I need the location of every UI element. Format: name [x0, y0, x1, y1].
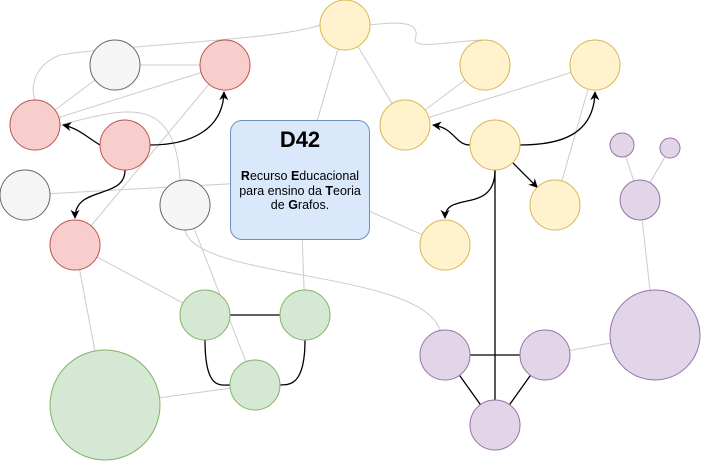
node-gray-g1[interactable]: [89, 39, 141, 91]
edge-gr1-gr3: [204, 339, 231, 386]
edge-r4-r1: [149, 91, 229, 146]
node-purple-p7[interactable]: [619, 179, 661, 221]
edge-gr2-gr3: [279, 339, 306, 386]
node-yellow-y5[interactable]: [469, 119, 521, 171]
node-purple-p2[interactable]: [519, 329, 571, 381]
node-gray-g2[interactable]: [0, 169, 51, 221]
card-initial: E: [290, 169, 300, 183]
edge-y5-y3: [519, 91, 600, 146]
card-text-run: rafos.: [297, 198, 330, 212]
node-gray-g3[interactable]: [159, 179, 211, 231]
edge-gr4-gr3: [159, 387, 231, 399]
edge-y3-y7: [561, 88, 589, 182]
edge-p1-p3: [458, 374, 482, 406]
card-text-run: ecurso: [249, 169, 291, 183]
card-text-run: para ensino da: [239, 183, 326, 198]
edge-r4-r2: [62, 122, 101, 146]
node-yellow-y7[interactable]: [529, 179, 581, 231]
edge-y1-y4: [357, 46, 393, 104]
edge-y5-y4: [432, 121, 471, 146]
edge-y5-y6: [440, 169, 496, 219]
edge-y5-y7: [512, 162, 538, 188]
edge-p4-p2: [569, 342, 611, 351]
card-text-run: ducacional: [299, 169, 360, 183]
edge-r3-gr4: [79, 269, 96, 351]
node-red-r1[interactable]: [199, 39, 251, 91]
card-description-line: Recurso Educacional: [235, 169, 365, 184]
node-red-r3[interactable]: [49, 219, 101, 271]
card-text-run: eoria: [333, 183, 361, 198]
node-green-gr3[interactable]: [229, 359, 281, 411]
node-yellow-y1[interactable]: [319, 0, 371, 51]
node-green-gr2[interactable]: [279, 289, 331, 341]
edge-r2-r1: [58, 72, 202, 118]
edge-p7-p6: [649, 156, 666, 183]
edge-p7-p5: [625, 156, 635, 182]
node-purple-p3[interactable]: [469, 399, 521, 451]
node-red-r2[interactable]: [9, 99, 61, 151]
node-purple-p1[interactable]: [419, 329, 471, 381]
edge-r1-r3: [90, 83, 210, 227]
node-yellow-y2[interactable]: [459, 39, 511, 91]
edge-g3-p1: [184, 229, 441, 331]
edge-r3-gr1: [96, 256, 184, 304]
card-text-run: de: [270, 198, 289, 212]
node-purple-p5[interactable]: [609, 132, 635, 158]
edge-y1-r2: [32, 24, 321, 101]
node-red-r4[interactable]: [99, 119, 151, 171]
card-initial: T: [325, 183, 334, 198]
edge-y2-y4: [424, 79, 466, 111]
card-description-line: para ensino da Teoria: [235, 184, 365, 199]
node-green-gr4[interactable]: [49, 349, 161, 461]
node-purple-p4[interactable]: [609, 289, 701, 381]
edge-y3-y4: [428, 72, 572, 118]
node-purple-p6[interactable]: [659, 137, 681, 159]
card-initial: G: [288, 198, 298, 212]
edge-y1-y2: [369, 22, 486, 45]
card-initial: R: [240, 169, 250, 183]
edge-p4-p7: [641, 219, 651, 291]
edge-r4-r3: [70, 169, 126, 219]
node-yellow-y4[interactable]: [379, 99, 431, 151]
card-title: D42: [279, 127, 321, 152]
edge-r2-g3: [59, 111, 181, 181]
node-yellow-y6[interactable]: [419, 219, 471, 271]
node-yellow-y3[interactable]: [569, 39, 621, 91]
card-description-line: de Grafos.: [235, 198, 365, 213]
edge-p2-p3: [508, 374, 532, 406]
edge-g1-r2: [54, 79, 96, 111]
node-green-gr1[interactable]: [179, 289, 231, 341]
foreground-edges: [62, 91, 600, 406]
